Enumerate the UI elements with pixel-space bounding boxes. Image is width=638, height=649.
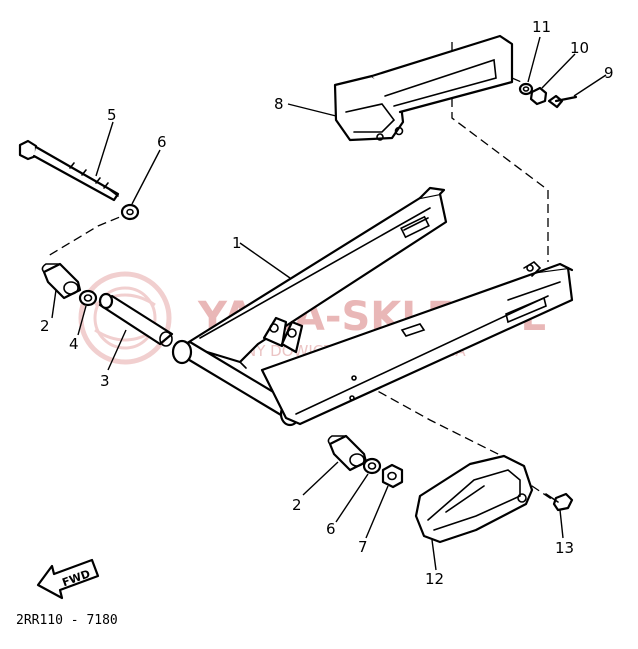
callout-6-lower: 6	[326, 520, 336, 538]
callout-8: 8	[274, 95, 284, 113]
washer-6-upper[interactable]	[120, 203, 140, 221]
nut-10[interactable]	[529, 86, 548, 106]
bolt-13[interactable]	[545, 492, 574, 512]
nut-7[interactable]	[381, 463, 404, 489]
callout-9: 9	[604, 64, 614, 82]
callout-12: 12	[425, 570, 444, 588]
callout-13: 13	[555, 539, 574, 557]
callout-2-left: 2	[40, 317, 50, 335]
washer-6-lower[interactable]	[362, 457, 382, 475]
chain-guard-lower[interactable]	[414, 454, 534, 544]
chain-guide-upper[interactable]	[333, 34, 514, 142]
collar-sleeve-3[interactable]	[98, 292, 174, 347]
callout-labels: 1 2 2 3 4 5 6 6 7 8 9 10 11 12 13	[40, 18, 614, 588]
leader-lines	[51, 36, 607, 571]
bolt-9[interactable]	[547, 94, 578, 109]
callout-6-upper: 6	[157, 133, 167, 151]
swingarm-1[interactable]	[171, 186, 574, 427]
bushing-2-left[interactable]	[41, 262, 82, 300]
callout-7: 7	[358, 538, 368, 556]
callout-1: 1	[232, 234, 242, 252]
callout-5: 5	[107, 106, 117, 124]
diagram-code: 2RR110 - 7180	[16, 613, 118, 628]
callout-4: 4	[69, 335, 79, 353]
callout-3: 3	[100, 372, 110, 390]
callout-2-right: 2	[292, 496, 302, 514]
assembly-lines	[47, 42, 554, 501]
callout-10: 10	[570, 39, 589, 57]
forward-direction-arrow: FWD	[36, 558, 100, 600]
thrust-cover-4[interactable]	[78, 289, 98, 307]
callout-11: 11	[532, 18, 551, 36]
pivot-shaft-bolt[interactable]	[18, 139, 120, 202]
washer-11[interactable]	[518, 82, 534, 96]
